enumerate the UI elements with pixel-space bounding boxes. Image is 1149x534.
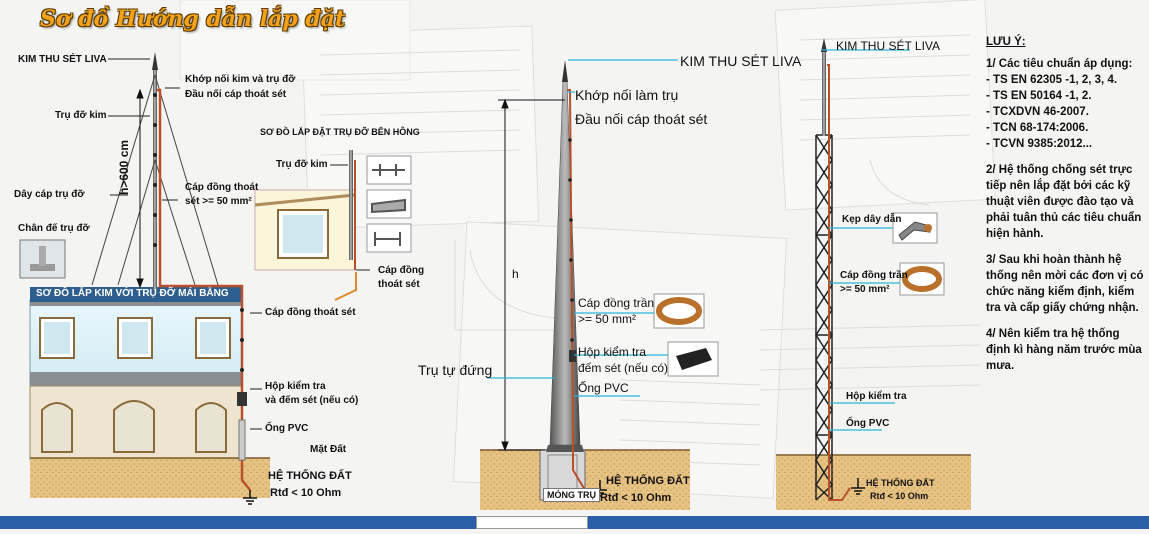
label-cap-dong-tran-right-2: >= 50 mm² [840,284,890,295]
note-1-item: - TCN 68-174:2006. [986,122,1089,134]
label-he-thong-dat-mid: HỆ THỐNG ĐẤT [606,475,690,487]
copper-down-conductor [157,88,251,491]
notes-panel: LƯU Ý: 1/ Các tiêu chuẩn áp dụng: - TS E… [986,34,1146,384]
label-so-do-ben-hong: SƠ ĐỒ LẮP ĐẶT TRỤ ĐỠ BÊN HÔNG [260,127,420,137]
label-hop-kiem-tra-right: Hộp kiểm tra [846,391,907,402]
test-box-picture-mid [667,341,719,377]
note-4: 4/ Nên kiểm tra hệ thống định kì hàng nă… [986,328,1142,372]
label-day-cap-tru-do: Dây cáp trụ đỡ [14,189,85,200]
label-hop-kiem-tra-1: Hộp kiểm tra [265,381,326,392]
label-ong-pvc-right: Ống PVC [846,418,890,429]
guy-wires [91,74,219,286]
label-cap-dong-side-1: Cáp đồng [378,265,425,276]
building-floor-band [30,372,242,386]
ground-soil-right [776,455,971,510]
clamp-picture [892,212,938,244]
mast-pole [153,70,157,290]
panel-right-lattice-tower [776,38,971,510]
note-1-item: - TCXDVN 46-2007. [986,106,1089,118]
label-cap-dong-side-2: thoát sét [378,279,420,290]
base-stand-picture [19,239,66,279]
copper-coil-picture-right [899,262,945,296]
ground-symbol [243,490,257,505]
note-1-item: - TS EN 50164 -1, 2. [986,90,1092,102]
pvc-pipe [238,419,246,461]
label-cap-dong-thoat-set: Cáp đồng thoát sét [265,307,356,318]
note-1-title: 1/ Các tiêu chuẩn áp dụng: [986,58,1133,70]
ground-soil [30,458,270,498]
label-khop-noi-lam-tru: Khớp nối làm trụ [575,87,679,103]
label-chan-de-tru-do: Chân đế trụ đỡ [18,223,90,234]
label-hop-kiem-tra-2: và đếm sét (nếu có) [265,395,359,406]
label-khop-noi-kim: Khớp nối kim và trụ đỡ [185,74,296,85]
copper-coil-picture-mid [653,293,705,329]
label-kim-thu-set-mid: KIM THU SÉT LIVA [680,53,802,69]
note-1-item: - TS EN 62305 -1, 2, 3, 4. [986,74,1118,86]
note-2: 2/ Hệ thống chống sét trực tiếp nên lắp … [986,164,1142,240]
label-cap-dong-thoat-2: sét >= 50 mm² [185,196,252,207]
label-mong-tru: MÓNG TRỤ [543,488,600,503]
background-documents [179,0,996,499]
label-kep-day-dan: Kẹp dây dẫn [842,214,902,225]
ground-symbol-right [851,478,865,495]
roof-label-bar [30,287,242,302]
label-he-thong-dat-right: HỆ THỐNG ĐẤT [866,478,935,488]
label-ong-pvc-mid: Ống PVC [578,381,629,395]
copper-down-conductor-right [827,64,851,501]
mid-height-dimension [498,98,565,452]
label-mat-dat: Mặt Đất [310,444,347,455]
label-kim-thu-set-left: KIM THU SÉT LIVA [18,54,107,65]
page-title: Sơ đồ Hướng dẫn lắp đặt [40,6,346,32]
panel-left-rooftop-mast [19,52,412,505]
label-h-mid: h [512,267,519,281]
label-tru-do-kim: Trụ đỡ kim [55,110,107,121]
test-box [237,392,247,406]
label-dau-noi-cap-mid: Đầu nối cáp thoát sét [575,111,708,127]
label-cap-dong-tran-mid-2: >= 50 mm² [578,312,637,326]
label-tru-tu-dung: Trụ tự đứng [418,362,493,378]
label-cap-dong-tran-right-1: Cáp đồng trần [840,270,908,281]
label-rtd-left: Rtđ < 10 Ohm [270,487,342,499]
label-cap-dong-thoat-1: Cáp đồng thoát [185,182,259,193]
label-ong-pvc-left: Ống PVC [265,423,309,434]
label-height-h: h>600 cm [117,139,131,195]
label-tru-do-kim-2: Trụ đỡ kim [276,159,328,170]
label-he-thong-dat-left: HỆ THỐNG ĐẤT [268,470,352,482]
bottom-bar [0,516,1149,529]
bottom-bar-tab [476,516,588,529]
label-rtd-right: Rtđ < 10 Ohm [870,491,929,501]
label-kim-thu-set-right: KIM THU SÉT LIVA [836,39,941,53]
label-rtd-mid: Rtđ < 10 Ohm [600,492,672,504]
label-dau-noi-cap: Đầu nối cáp thoát sét [185,89,287,100]
label-hop-kiem-tra-mid-1: Hộp kiểm tra [578,345,647,359]
lattice-tower [815,134,833,501]
label-roof-box-title: SƠ ĐỒ LẮP KIM VỚI TRỤ ĐỠ MÁI BẰNG [36,288,229,299]
label-hop-kiem-tra-mid-2: đếm sét (nếu có) [578,361,669,375]
note-3: 3/ Sau khi hoàn thành hệ thống nên mời c… [986,254,1144,314]
note-1: 1/ Các tiêu chuẩn áp dụng: - TS EN 62305… [986,56,1146,152]
note-1-item: - TCVN 9385:2012... [986,138,1093,150]
side-mount-inset [254,150,412,301]
label-cap-dong-tran-mid-1: Cáp đồng trần [578,296,655,310]
height-dimension [136,88,144,289]
notes-heading: LƯU Ý: [986,36,1026,48]
